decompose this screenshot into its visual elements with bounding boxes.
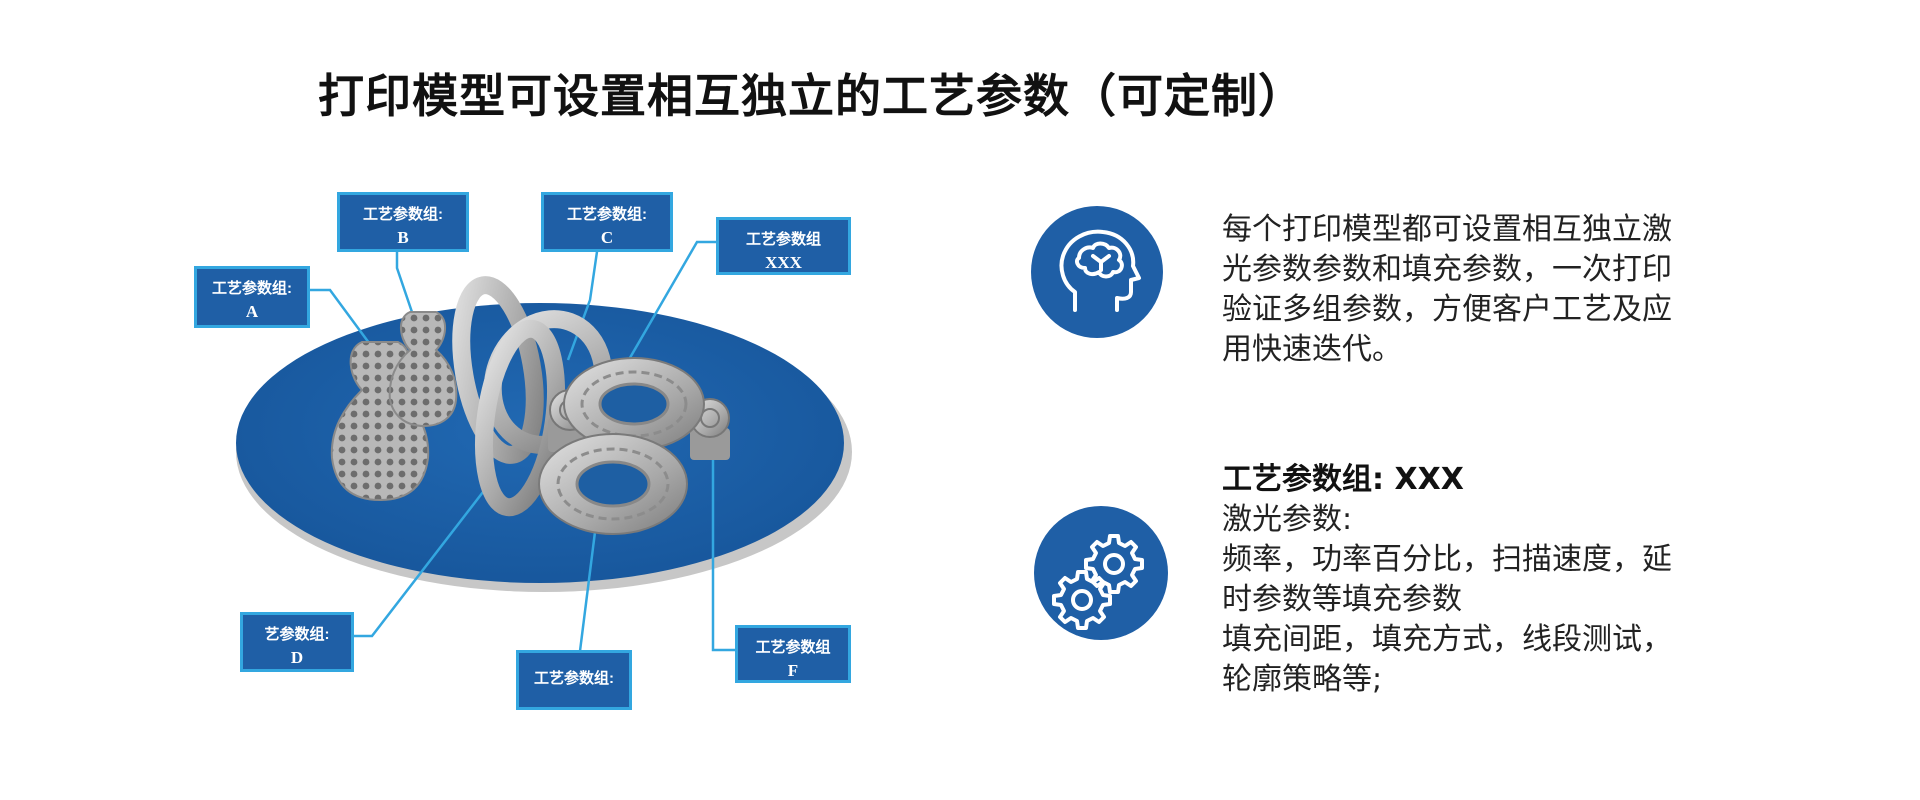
label-d-id: D (290, 648, 304, 667)
label-b-title: 工艺参数组: (363, 206, 443, 223)
connector-a (308, 288, 374, 348)
description-line-4: 用快速迭代。 (1222, 332, 1402, 367)
bearing-bottom (538, 433, 688, 535)
label-b-id: B (397, 228, 409, 247)
detail-line-3: 时参数等填充参数 (1222, 582, 1462, 617)
label-f-id: F (787, 661, 799, 680)
label-c-title: 工艺参数组: (567, 206, 647, 223)
param-group-label-d: 艺参数组: D (240, 612, 354, 672)
label-a-title: 工艺参数组: (212, 280, 292, 297)
param-group-label-f: 工艺参数组 F (735, 625, 851, 683)
param-group-label-xxx: 工艺参数组 XXX (716, 217, 851, 275)
param-group-heading: 工艺参数组: XXX (1222, 462, 1464, 497)
label-xxx-title: 工艺参数组 (745, 231, 821, 248)
connector-xxx (618, 240, 716, 376)
label-c-id: C (600, 228, 614, 247)
connector-f (711, 440, 735, 652)
label-e-title: 工艺参数组: (534, 670, 614, 687)
connector-e (578, 523, 598, 652)
label-d-title: 艺参数组: (264, 626, 330, 643)
param-group-label-b: 工艺参数组: B (337, 192, 469, 252)
description-line-2: 光参数参数和填充参数，一次打印 (1222, 252, 1672, 287)
brain-head-icon (1031, 206, 1163, 338)
detail-line-4: 填充间距，填充方式，线段测试， (1222, 622, 1672, 657)
connector-b (395, 248, 416, 319)
page-title: 打印模型可设置相互独立的工艺参数（可定制） (318, 69, 1305, 123)
label-a-id: A (245, 302, 259, 321)
param-group-details: 工艺参数组: XXX 激光参数: 频率，功率百分比，扫描速度，延 时参数等填充参… (1222, 460, 1672, 700)
detail-line-2: 频率，功率百分比，扫描速度，延 (1222, 542, 1672, 577)
param-group-label-c: 工艺参数组: C (541, 192, 673, 252)
param-group-label-a: 工艺参数组: A (194, 266, 310, 328)
lattice-vase-b (388, 311, 458, 428)
description-paragraph: 每个打印模型都可设置相互独立激 光参数参数和填充参数，一次打印 验证多组参数，方… (1222, 210, 1672, 370)
label-f-title: 工艺参数组 (755, 639, 831, 656)
description-line-1: 每个打印模型都可设置相互独立激 (1222, 212, 1672, 247)
label-xxx-id: XXX (765, 253, 802, 272)
gears-icon (1034, 506, 1168, 640)
detail-line-1: 激光参数: (1222, 502, 1353, 537)
param-group-label-e: 工艺参数组: (516, 650, 632, 710)
detail-line-5: 轮廓策略等; (1222, 662, 1383, 697)
connector-d (352, 491, 484, 638)
description-line-3: 验证多组参数，方便客户工艺及应 (1222, 292, 1672, 327)
